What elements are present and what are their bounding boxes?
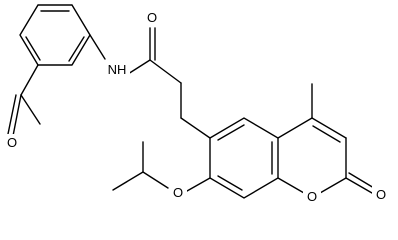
acetyl-bond [20, 64, 39, 96]
pyranone-bond [311, 117, 347, 139]
molecule-drawing: O NH O O O O [4, 4, 390, 204]
lactone-carbonyl-double-bond [348, 172, 375, 189]
coumarin-benzo-ring [209, 117, 279, 199]
label-mask [372, 186, 390, 202]
bond-lines [7, 4, 375, 199]
label-mask [303, 188, 321, 204]
nh-carbonyl-bond [127, 59, 151, 75]
label-mask [4, 134, 20, 150]
atom-labels: O NH O O O O [4, 10, 390, 204]
amide-oxygen-label: O [147, 10, 157, 25]
label-mask [104, 62, 130, 78]
pyranone-bond [277, 117, 313, 139]
chain-bond [149, 59, 182, 84]
acetyl-methyl-bond [20, 94, 41, 125]
carbonyl-double-bond [7, 94, 17, 135]
phenyl-ring [19, 4, 91, 66]
lactone-carbonyl-bond [345, 177, 373, 194]
ring-oxygen-label: O [307, 189, 317, 204]
lactone-oxygen-label: O [376, 187, 386, 202]
benzo-double-bond [217, 124, 245, 141]
pyranone-bond [277, 177, 305, 194]
label-mask [169, 185, 187, 201]
pyranone-bond [319, 177, 347, 194]
ketone-oxygen-label: O [7, 135, 17, 150]
ether-bond [186, 177, 211, 192]
chemical-structure-diagram: O NH O O O O [4, 4, 390, 204]
chain-bond [180, 117, 211, 139]
pyranone-double-bond [312, 125, 341, 143]
isopropyl-bond [142, 171, 169, 189]
benzo-double-bond [217, 175, 243, 191]
phenyl-double-bond [25, 36, 41, 61]
aryl-nh-bond [89, 34, 106, 60]
carbonyl-bond [12, 94, 22, 137]
amide-nh-label: NH [108, 62, 127, 77]
isopropyl-methyl-bond [112, 171, 144, 191]
phenyl-double-bond [68, 36, 85, 62]
ether-oxygen-label: O [173, 185, 183, 200]
label-mask [143, 10, 161, 26]
